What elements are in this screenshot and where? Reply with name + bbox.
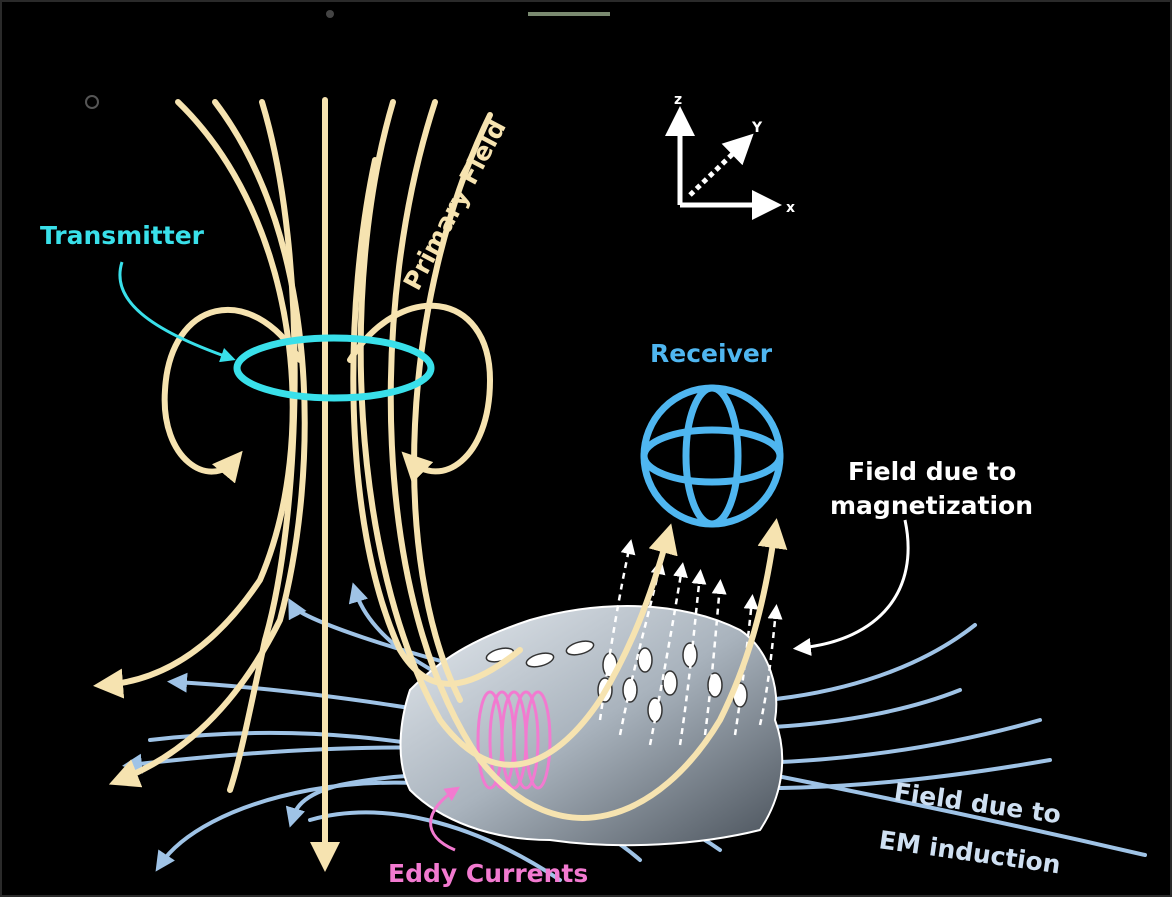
magnetization-label-line1: Field due to xyxy=(848,457,1016,486)
primary-field-lines xyxy=(93,97,788,872)
primary-field-line xyxy=(411,112,493,703)
receiver-label: Receiver xyxy=(650,339,773,368)
eddy-current-coils xyxy=(476,690,552,790)
primary-field-loop-right xyxy=(347,302,494,484)
transmitter-label: Transmitter xyxy=(40,221,205,250)
primary-field-line xyxy=(108,99,308,788)
primary-field-line xyxy=(387,99,788,821)
primary-field-line xyxy=(93,99,296,699)
magnetization-label-line2: magnetization xyxy=(830,491,1033,520)
transmitter-pointer-arrow xyxy=(118,261,236,363)
transmitter-loop xyxy=(233,334,435,402)
top-bar-artifact xyxy=(528,12,610,16)
eddy-pointer-arrow xyxy=(429,786,460,852)
z-axis-label: z xyxy=(674,92,682,108)
primary-field-line xyxy=(227,99,298,793)
em-induction-label-line1: Field due to xyxy=(892,777,1063,829)
y-axis-arrow xyxy=(688,133,754,197)
receiver-sphere xyxy=(640,384,784,528)
eddy-currents-label: Eddy Currents xyxy=(388,859,588,888)
em-induction-label-line2: EM induction xyxy=(877,825,1062,879)
corner-dot-artifact xyxy=(85,95,99,109)
em-field-line xyxy=(308,810,562,882)
primary-field-line xyxy=(357,99,678,768)
x-axis-label: x xyxy=(786,200,795,216)
y-axis-label: Y xyxy=(751,120,763,136)
primary-field-loop-left xyxy=(161,306,303,484)
primary-field-line xyxy=(350,157,523,687)
coordinate-axes xyxy=(665,106,782,220)
primary-field-label: Primary Field xyxy=(398,115,512,295)
magnetization-pointer-arrow xyxy=(792,519,910,656)
top-dot-artifact xyxy=(326,10,334,18)
